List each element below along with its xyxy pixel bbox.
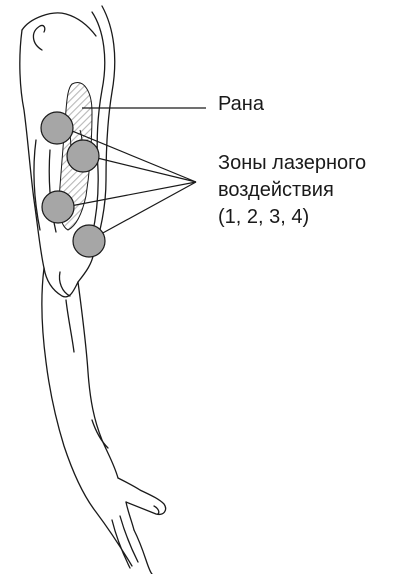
arm-outline-icon: [20, 6, 166, 574]
laser-zone-marker-icon: [67, 140, 99, 172]
wound-label: Рана: [218, 91, 264, 118]
zones-label-line-2: воздействия: [218, 177, 334, 204]
laser-zone-marker-icon: [41, 112, 73, 144]
zones-label-line-1: Зоны лазерного: [218, 150, 366, 177]
zones-label-line-3: (1, 2, 3, 4): [218, 204, 309, 231]
laser-zone-marker-icon: [73, 225, 105, 257]
laser-zone-marker-icon: [42, 191, 74, 223]
